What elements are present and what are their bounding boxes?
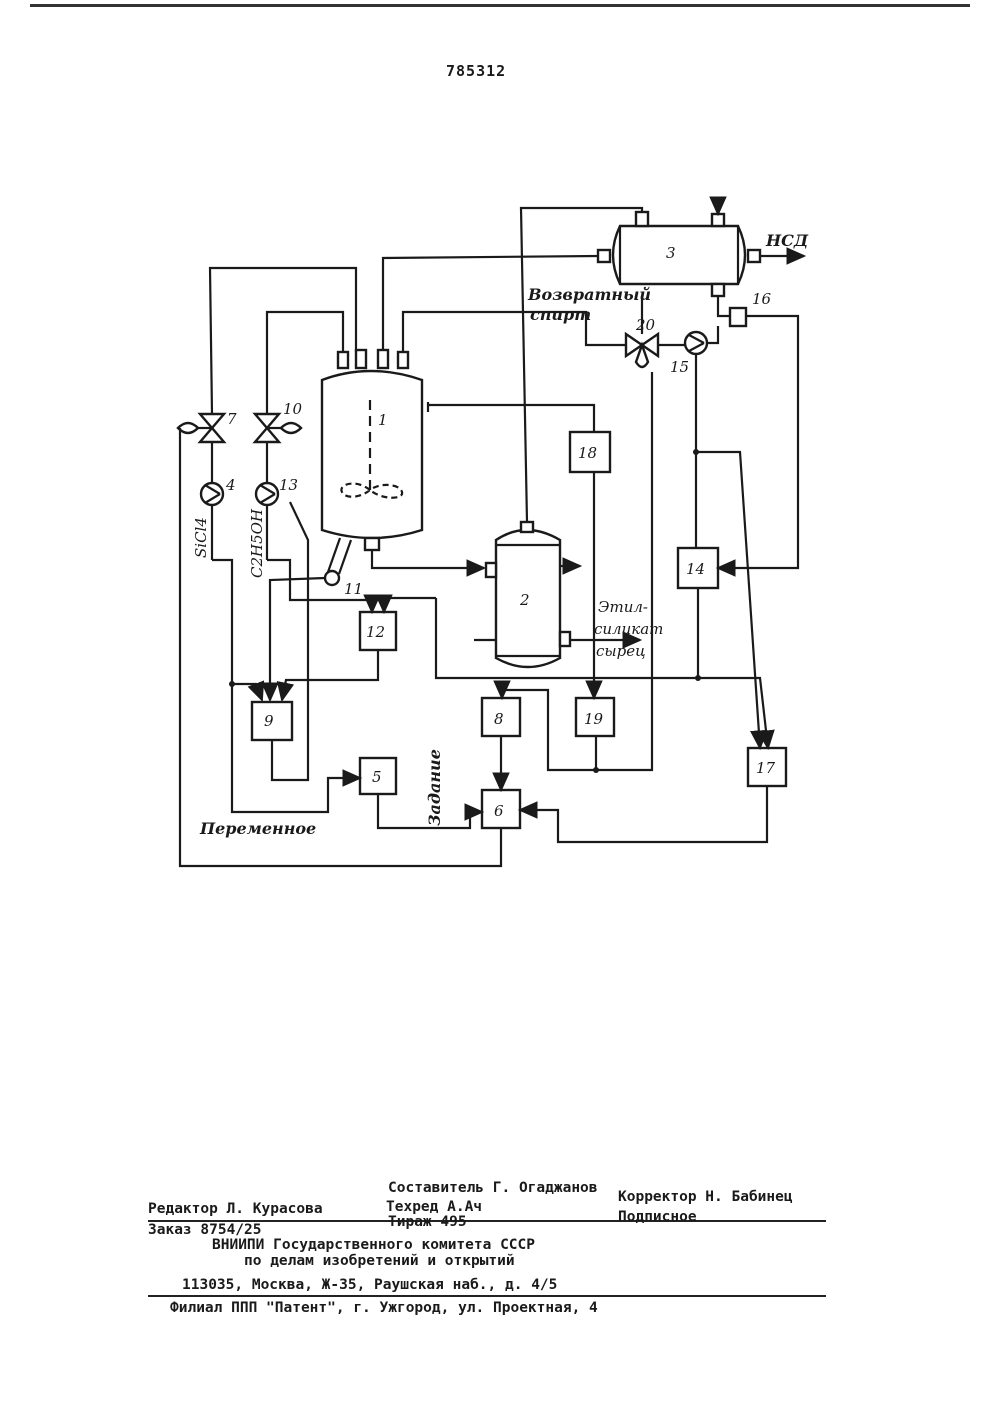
svg-text:сырец: сырец	[596, 642, 646, 660]
imprint-order: Заказ 8754/25	[148, 1222, 262, 1238]
valve-7	[178, 414, 224, 442]
svg-text:16: 16	[752, 290, 772, 308]
svg-text:силикат: силикат	[594, 620, 663, 638]
imprint-techred: Техред А.Ач	[386, 1199, 482, 1215]
imprint-corrector: Корректор Н. Бабинец	[618, 1189, 793, 1205]
svg-text:14: 14	[686, 560, 705, 578]
imprint-circulation: Тираж 495	[388, 1214, 467, 1230]
reactor-1	[322, 350, 422, 585]
svg-text:4: 4	[225, 476, 236, 494]
svg-text:Задание: Задание	[425, 749, 444, 826]
svg-text:17: 17	[756, 759, 776, 777]
svg-text:11: 11	[344, 580, 363, 598]
svg-text:Этил-: Этил-	[598, 598, 648, 616]
svg-text:спирт: спирт	[530, 305, 591, 324]
svg-text:Возвратный: Возвратный	[527, 285, 651, 304]
block-16	[730, 308, 746, 326]
valve-10	[255, 414, 301, 442]
valve-20	[626, 334, 658, 367]
svg-text:6: 6	[494, 802, 504, 820]
svg-text:20: 20	[635, 316, 656, 334]
svg-text:1: 1	[378, 411, 388, 429]
pump-15	[685, 332, 707, 354]
imprint-org-1: ВНИИПИ Государственного комитета СССР	[212, 1237, 535, 1253]
svg-text:3: 3	[666, 244, 676, 262]
svg-text:8: 8	[494, 710, 504, 728]
svg-text:НСД: НСД	[765, 231, 809, 250]
imprint-compiler: Составитель Г. Огаджанов	[388, 1180, 598, 1196]
svg-text:13: 13	[279, 476, 298, 494]
svg-text:5: 5	[372, 768, 382, 786]
svg-text:SiCl4: SiCl4	[192, 517, 210, 558]
pump-13	[256, 483, 278, 505]
piping	[180, 200, 804, 866]
imprint-org-2: по делам изобретений и открытий	[244, 1253, 515, 1269]
imprint-subscription: Подписное	[618, 1209, 697, 1225]
svg-text:12: 12	[366, 623, 385, 641]
svg-text:15: 15	[670, 358, 689, 376]
pump-4	[201, 483, 223, 505]
svg-text:19: 19	[584, 710, 604, 728]
condenser-3	[598, 212, 760, 296]
imprint-rule-2	[148, 1295, 826, 1297]
svg-text:7: 7	[227, 410, 237, 428]
svg-text:18: 18	[578, 444, 597, 462]
imprint-address: 113035, Москва, Ж-35, Раушская наб., д. …	[182, 1277, 557, 1293]
process-flow-diagram: 1 2 3 4 5 6 7 8 9 10 11 12 13 14 15 16 1…	[0, 0, 1000, 1000]
imprint-editor: Редактор Л. Курасова	[148, 1201, 323, 1217]
svg-text:10: 10	[283, 400, 303, 418]
svg-text:9: 9	[264, 712, 274, 730]
imprint-branch: Филиал ППП "Патент", г. Ужгород, ул. Про…	[170, 1300, 598, 1316]
svg-text:2: 2	[519, 591, 530, 609]
svg-text:Переменное: Переменное	[199, 819, 316, 838]
svg-text:C2H5OH: C2H5OH	[248, 508, 266, 578]
